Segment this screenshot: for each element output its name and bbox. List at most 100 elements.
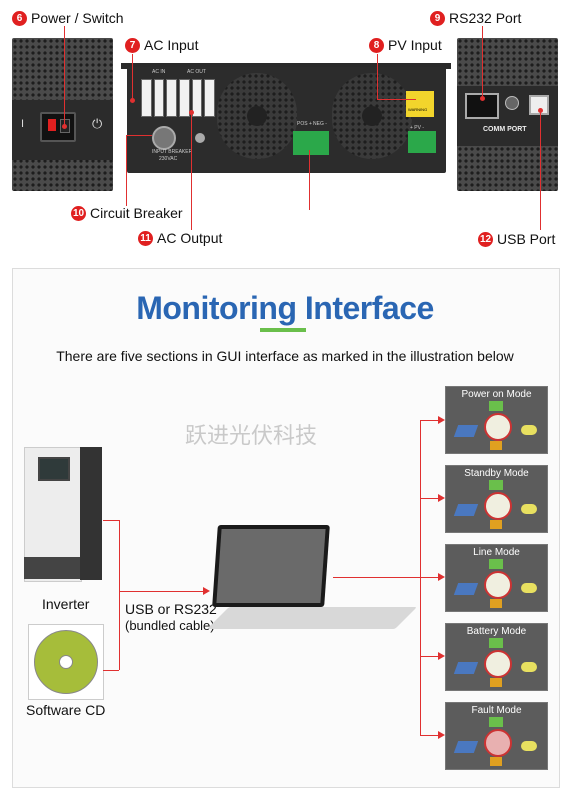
battery-icon: [490, 520, 502, 529]
inverter-label: Inverter: [42, 596, 90, 612]
callout-dot-7: [130, 98, 135, 103]
arrow-to-laptop-icon: [203, 587, 210, 595]
comm-port-label: COMM PORT: [483, 126, 527, 133]
fan-left: [217, 73, 297, 159]
callout-line-7: [132, 54, 133, 100]
conn-cd-h: [103, 670, 119, 671]
callout-dot-12: [538, 108, 543, 113]
mode-title: Standby Mode: [464, 468, 529, 479]
arrow-mode-3-icon: [438, 573, 445, 581]
badge-9: 9: [430, 11, 445, 26]
solar-panel-icon: [453, 662, 479, 674]
laptop-screen: [212, 525, 330, 607]
inverter-icon: [484, 413, 512, 441]
warning-text: WARNING: [408, 107, 428, 112]
badge-8: 8: [369, 38, 384, 53]
cable-label-2: (bundled cable): [125, 618, 215, 633]
ac-terminal-block: [141, 79, 216, 119]
solar-panel-icon: [453, 425, 479, 437]
fan-right-hub: [362, 106, 382, 126]
ac-in-label: AC IN: [152, 69, 166, 75]
bulb-icon: [521, 504, 537, 514]
callout-line-8h: [377, 99, 416, 100]
callout-dot-9: [480, 96, 485, 101]
mode-battery: Battery Mode: [445, 623, 548, 691]
badge-6: 6: [12, 11, 27, 26]
laptop-image: [207, 525, 417, 635]
bulb-icon: [521, 741, 537, 751]
dry-contact: [505, 96, 519, 110]
breaker-label: INPUT BREAKER: [152, 149, 193, 155]
callout-line-battery: [309, 150, 310, 210]
bulb-icon: [521, 583, 537, 593]
badge-10: 10: [71, 206, 86, 221]
watermark-text: 跃进光伏科技: [185, 423, 318, 448]
inverter-lcd: [38, 457, 70, 481]
inverter-icon: [484, 650, 512, 678]
fan-left-hub: [247, 106, 267, 126]
cable-label-1: USB or RS232: [125, 601, 217, 617]
arrow-mode-5-icon: [438, 731, 445, 739]
neg-label: NEG -: [313, 121, 327, 127]
mode-line: Line Mode: [445, 544, 548, 612]
arrow-mode-1-icon: [438, 416, 445, 424]
ac-out-label: AC OUT: [187, 69, 206, 75]
label-circuit-breaker: Circuit Breaker: [90, 205, 183, 221]
battery-icon: [490, 599, 502, 608]
solar-panel-icon: [453, 741, 479, 753]
arrow-mode-4-icon: [438, 652, 445, 660]
mode-power-on: Power on Mode: [445, 386, 548, 454]
laptop-base: [207, 607, 417, 629]
input-breaker-knob: [152, 126, 176, 150]
badge-11: 11: [138, 231, 153, 246]
callout-line-6: [64, 26, 65, 126]
pos-label: POS +: [297, 121, 312, 127]
grid-icon: [489, 559, 503, 569]
grid-icon: [489, 717, 503, 727]
top-lip: [121, 63, 451, 69]
section-subtitle: There are five sections in GUI interface…: [56, 348, 514, 364]
mode-fault: Fault Mode: [445, 702, 548, 770]
bulb-icon: [521, 662, 537, 672]
mode-title: Fault Mode: [471, 705, 522, 716]
battery-icon: [490, 678, 502, 687]
callout-line-10h: [126, 135, 152, 136]
conn-laptop-h: [119, 591, 205, 592]
conn-mode-4: [420, 656, 440, 657]
inverter-icon: [484, 492, 512, 520]
label-usb-port: USB Port: [497, 231, 556, 247]
mode-title: Battery Mode: [466, 626, 527, 637]
callout-line-12: [540, 110, 541, 230]
grid-icon: [489, 401, 503, 411]
pv-polarity-label: + PV -: [410, 125, 425, 131]
solar-panel-icon: [453, 504, 479, 516]
inverter-back-photo: AC IN AC OUT INPUT BREAKER 230VAC POS + …: [121, 61, 451, 173]
label-ac-input: AC Input: [144, 37, 199, 53]
conn-mode-1: [420, 420, 440, 421]
bulb-icon: [521, 425, 537, 435]
switch-off-mark: I: [21, 118, 25, 130]
cd-label: Software CD: [26, 702, 106, 718]
breaker-sub-label: 230VAC: [159, 156, 178, 162]
badge-7: 7: [125, 38, 140, 53]
callout-line-10: [126, 135, 127, 206]
mode-title: Line Mode: [473, 547, 520, 558]
label-power-switch: Power / Switch: [31, 10, 124, 26]
inverter-icon: [484, 571, 512, 599]
solar-panel-icon: [453, 583, 479, 595]
callout-line-9: [482, 26, 483, 98]
badge-12: 12: [478, 232, 493, 247]
laptop-gui: [216, 529, 326, 603]
conn-mode-2: [420, 498, 440, 499]
battery-icon: [490, 441, 502, 450]
callout-line-8: [377, 54, 378, 99]
callout-dot-6: [62, 124, 67, 129]
comm-port-photo: COMM PORT: [457, 38, 558, 191]
mode-standby: Standby Mode: [445, 465, 548, 533]
conn-mode-3: [420, 577, 440, 578]
conn-inverter-h: [103, 520, 119, 521]
conn-mode-5: [420, 735, 440, 736]
power-switch-photo: I ⏻: [12, 38, 113, 191]
battery-terminal: [293, 131, 329, 155]
rocker-switch: [40, 112, 76, 142]
